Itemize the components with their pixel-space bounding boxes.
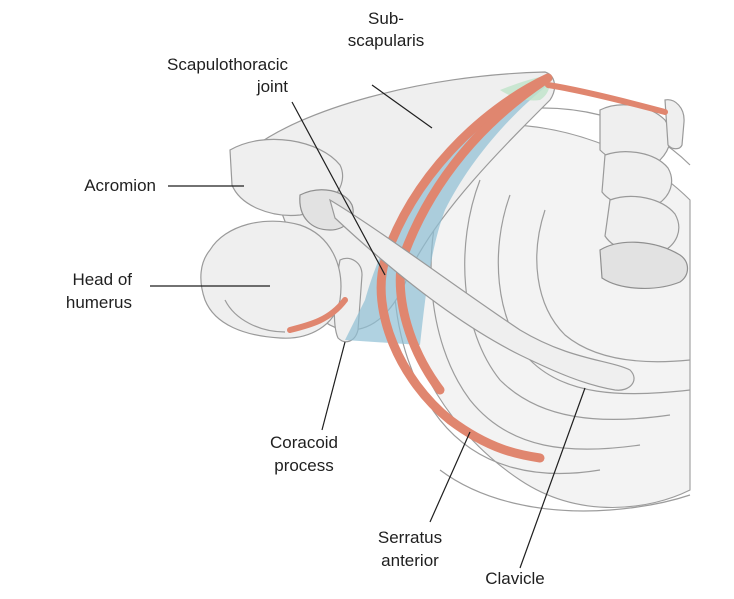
label-subscapularis-line1: Sub- [368,9,404,28]
label-head-of-humerus-line2: humerus [66,293,132,312]
label-coracoid-line2: process [274,456,334,475]
label-scapulothoracic-line1: Scapulothoracic [167,55,288,74]
label-serratus-line1: Serratus [378,528,442,547]
serratus-band-outer [376,73,553,463]
leader-subscapularis [371,84,433,129]
clavicle-bone-group [329,198,635,391]
humerus [200,220,342,339]
leader-clavicle [519,387,586,569]
leader-coracoid [321,341,346,431]
leader-scapulothoracic [291,101,386,276]
label-clavicle: Clavicle [485,569,545,588]
clavicle-bone [329,198,635,391]
label-coracoid-line1: Coracoid [270,433,338,452]
label-serratus-line2: anterior [381,551,439,570]
rib-bottom [439,469,691,512]
spinous-process [664,99,685,150]
rib-3 [464,179,671,421]
leader-serratus [429,431,471,523]
humerus-head-bone [200,220,342,339]
serratus-upper-slip [545,82,668,115]
vertebra-4 [599,241,689,289]
label-acromion: Acromion [84,176,156,195]
serratus-lower-slip [287,297,348,333]
vertebral-column [599,99,689,289]
serratus-anterior-muscle [287,73,668,463]
serratus-band-inner [395,75,550,395]
label-subscapularis-line2: scapularis [348,31,425,50]
label-scapulothoracic-line2: joint [256,77,288,96]
rib-5 [536,209,691,363]
labels: Sub- scapularis Scapulothoracic joint Ac… [66,9,545,588]
humerus-neck-line [224,299,286,333]
label-head-of-humerus-line1: Head of [72,270,132,289]
subscapularis-shape [345,75,548,345]
leader-lines [150,84,586,569]
